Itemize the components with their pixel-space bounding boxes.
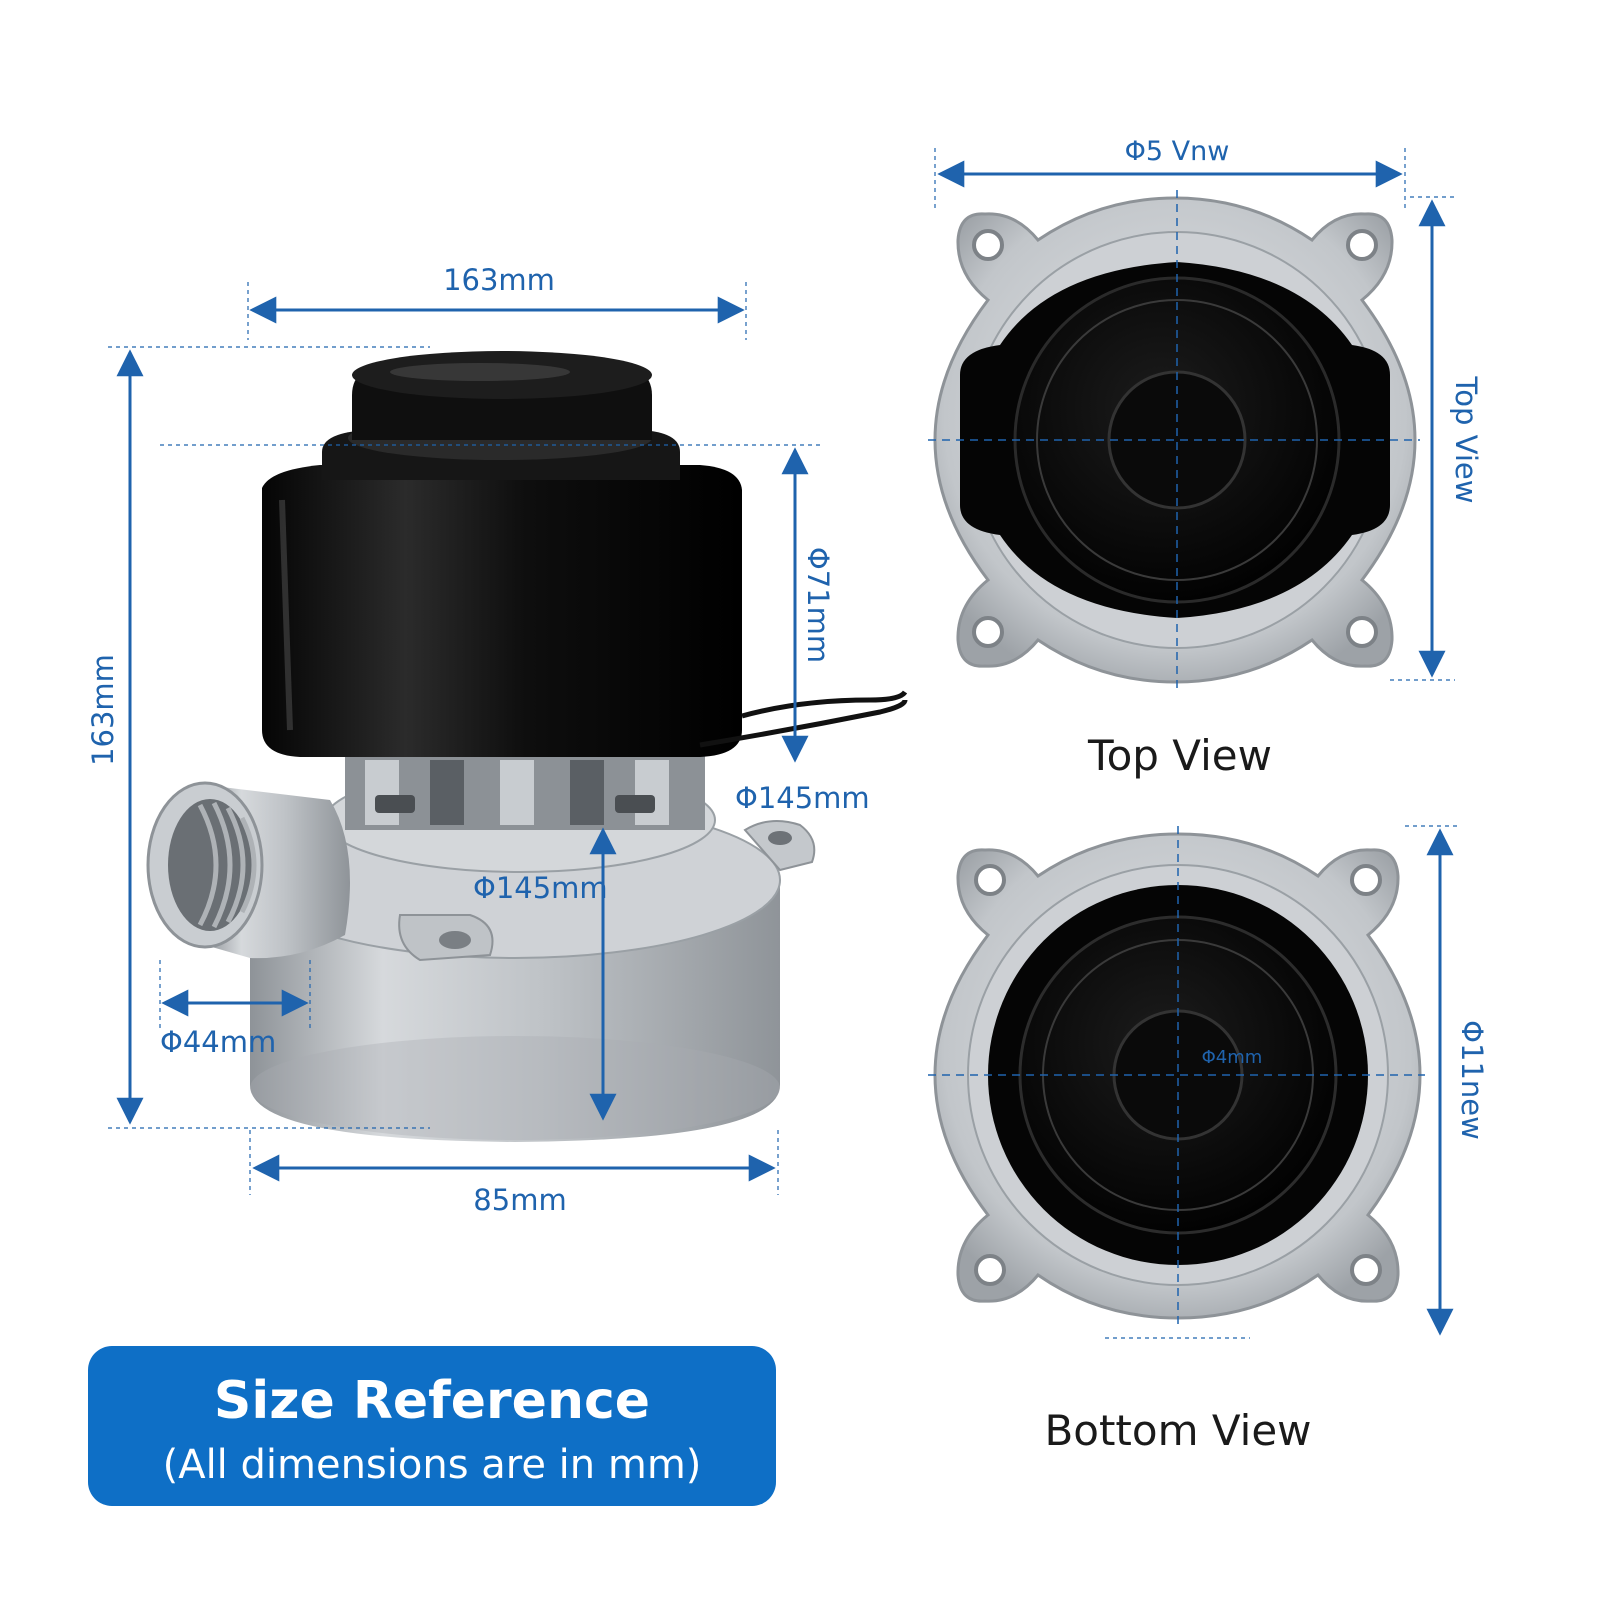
size-reference-badge: Size Reference (All dimensions are in mm… [88, 1346, 776, 1506]
bottom-view-drawing: Φ4mm Φ11new Bottom View [928, 825, 1489, 1455]
bottom-view-flange [933, 832, 1422, 1320]
base-diameter-label: Φ145mm [473, 871, 608, 905]
badge-title: Size Reference [214, 1371, 650, 1431]
air-inlet-pipe [146, 781, 350, 959]
base-width-label: 85mm [473, 1183, 566, 1217]
top-view-height-label: Top View [1449, 376, 1483, 504]
motor-black-cap [262, 351, 742, 757]
inlet-diameter-label: Φ44mm [160, 1025, 276, 1059]
top-view-flange [933, 196, 1417, 684]
inner-height-label: Φ71mm [801, 547, 835, 663]
motor-base-housing [249, 767, 816, 1142]
bottom-view-height-label: Φ11new [1455, 1020, 1489, 1140]
bottom-view-center-label: Φ4mm [1202, 1047, 1263, 1068]
motor-dimensions: 163mm 163mm Φ71mm Φ145mm Φ145mm Φ44mm 85… [86, 263, 870, 1217]
power-cable [699, 690, 908, 748]
top-width-label: 163mm [443, 263, 555, 297]
left-height-label: 163mm [86, 654, 120, 766]
motor-stator [345, 755, 705, 830]
side-diameter-label: Φ145mm [735, 781, 870, 815]
top-view-width-label: Φ5 Vnw [1125, 136, 1230, 167]
top-view-label: Top View [1087, 731, 1272, 780]
badge-subtitle: (All dimensions are in mm) [163, 1442, 702, 1488]
bottom-view-label: Bottom View [1044, 1406, 1311, 1455]
top-view-drawing: Φ5 Vnw Top View Top View [928, 136, 1483, 780]
motor-illustration [146, 351, 908, 1142]
